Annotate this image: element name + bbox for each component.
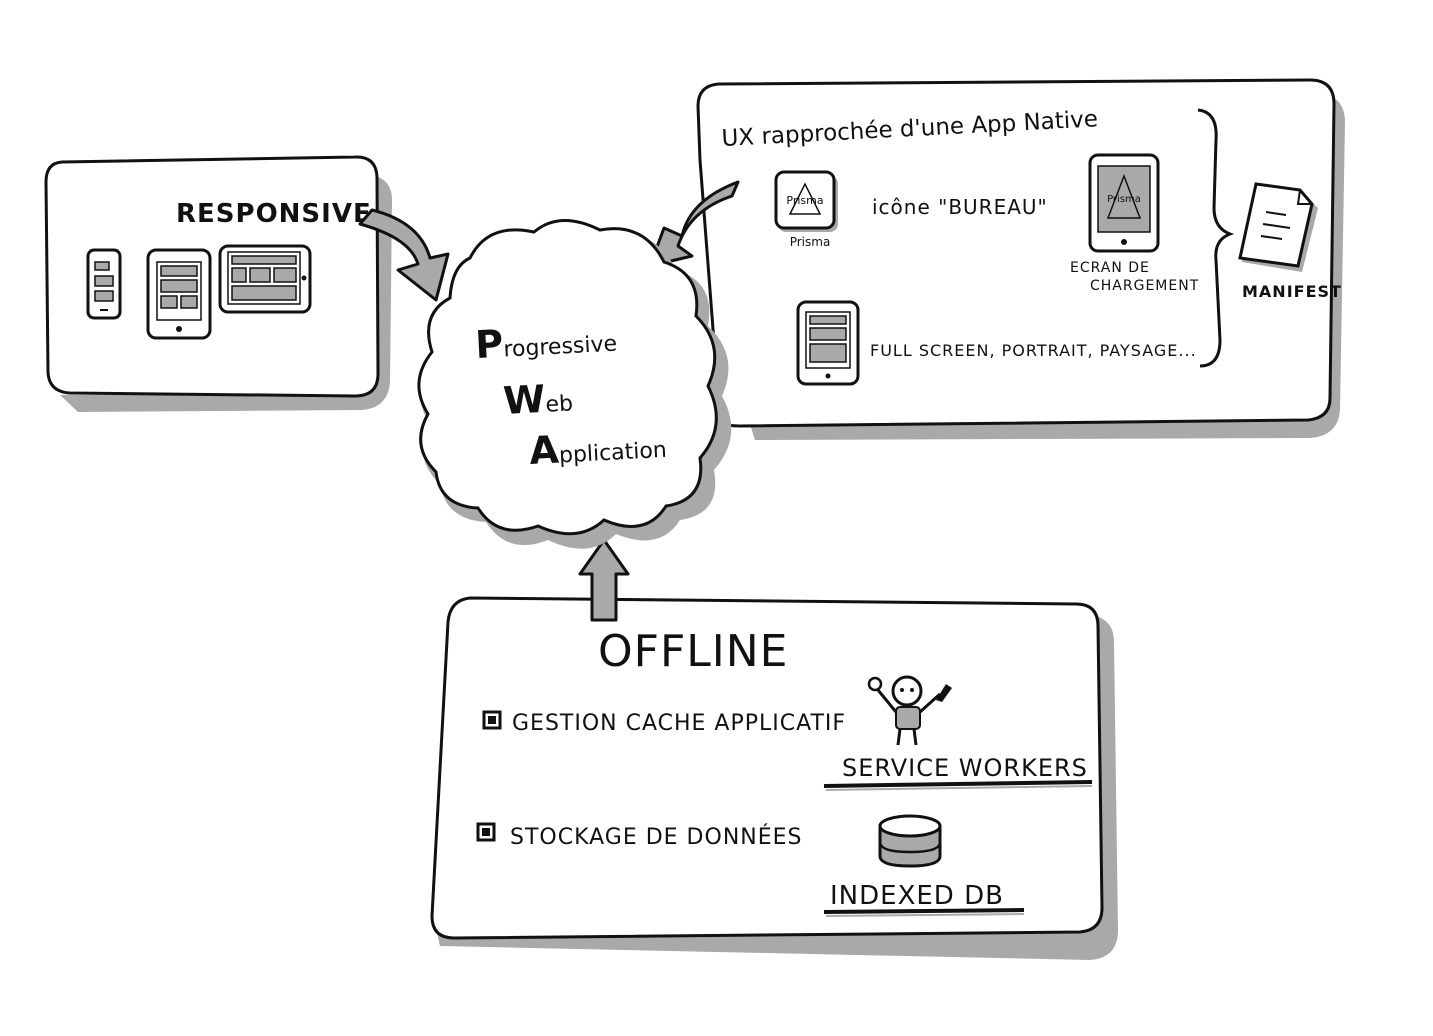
app-icon-caption: Prisma (790, 235, 831, 249)
pwa-letter-p: P (474, 322, 504, 367)
arrow-offline-to-pwa (578, 538, 630, 622)
manifest-document-icon (1238, 182, 1318, 272)
curly-brace (1197, 108, 1235, 368)
desktop-icon (218, 244, 312, 314)
indexed-db-underline-shadow (825, 913, 1025, 917)
offline-item-cache: GESTION CACHE APPLICATIF (512, 711, 846, 736)
pwa-line-progressive: Progressive (474, 316, 618, 367)
responsive-title: RESPONSIVE (176, 199, 372, 229)
fullscreen-label: FULL SCREEN, PORTRAIT, PAYSAGE... (870, 341, 1197, 360)
responsive-box-frame (44, 155, 380, 398)
manifest-label: MANIFEST (1242, 282, 1342, 301)
pwa-rest-web: eb (545, 391, 574, 417)
responsive-box: RESPONSIVE (44, 155, 392, 412)
pwa-line-application: Application (528, 422, 667, 473)
pwa-cloud: Progressive Web Application (417, 219, 732, 549)
checkbox-icon (482, 710, 502, 730)
checkbox-icon (476, 822, 496, 842)
app-icon: Prisma (774, 170, 838, 232)
ux-native-box: UX rapprochée d'une App Native Prisma Pr… (696, 78, 1345, 440)
fullscreen-device (796, 300, 860, 386)
service-workers-label: SERVICE WORKERS (842, 754, 1088, 782)
offline-item-storage: STOCKAGE DE DONNÉES (510, 824, 803, 850)
indexed-db-label: INDEXED DB (830, 881, 1004, 911)
pwa-letter-w: W (502, 377, 546, 423)
icon-bureau-label: icône "BUREAU" (872, 195, 1048, 219)
service-workers-underline (823, 780, 1093, 788)
service-worker-figure-icon (867, 675, 952, 746)
pwa-letter-a: A (528, 427, 560, 473)
tablet-icon (146, 248, 212, 340)
pwa-rest-progressive: rogressive (503, 332, 618, 363)
indexed-db-underline (823, 908, 1025, 914)
splash-screen-text: Prisma (1107, 194, 1141, 205)
pwa-line-web: Web (502, 375, 574, 423)
app-icon-text: Prisma (786, 194, 823, 207)
splash-label-line2: CHARGEMENT (1090, 278, 1199, 294)
phone-icon (86, 248, 122, 320)
offline-title: OFFLINE (598, 626, 788, 677)
splash-label-line1: ECRAN DE (1070, 260, 1150, 276)
splash-screen-device: Prisma (1088, 153, 1160, 253)
database-icon (878, 814, 942, 868)
arrow-responsive-to-pwa (358, 208, 450, 302)
service-workers-underline-shadow (825, 785, 1093, 791)
cloud-outline (417, 219, 718, 536)
pwa-rest-application: pplication (558, 438, 667, 469)
offline-box: OFFLINE GESTION CACHE APPLICATIF SERVICE… (430, 596, 1118, 960)
